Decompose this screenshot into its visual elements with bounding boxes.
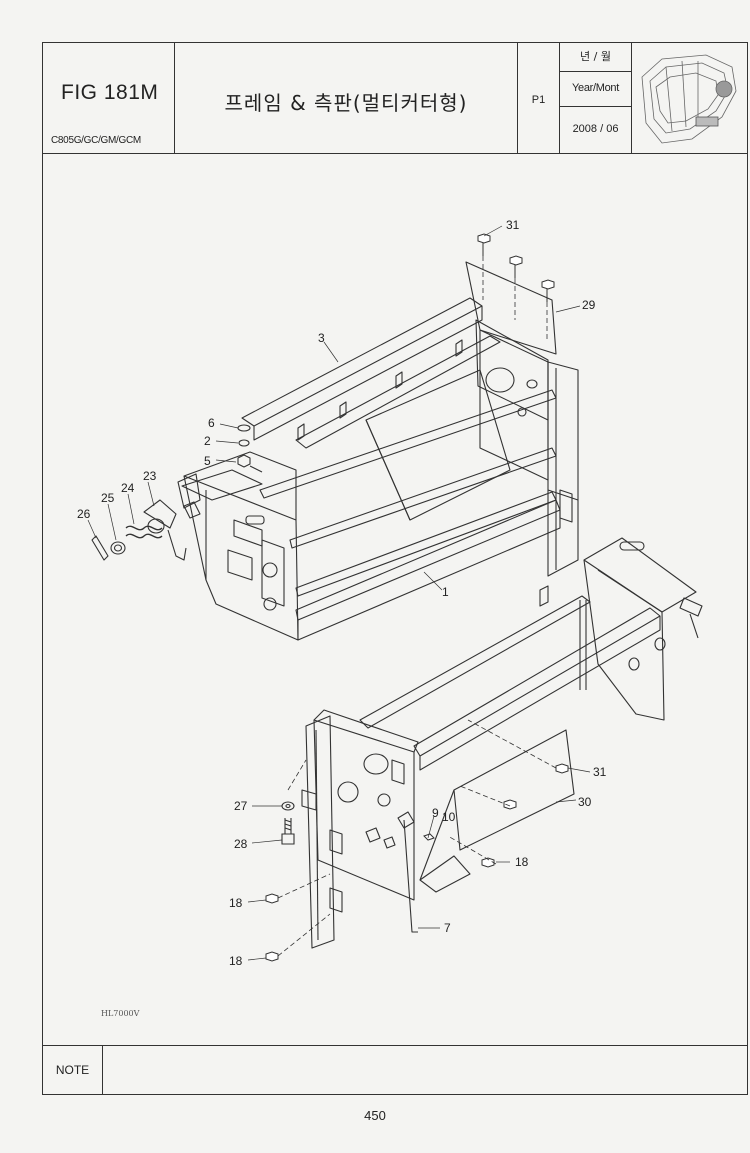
date-label-english: Year/Mont (560, 71, 631, 107)
model-list: C805G/GC/GM/GCM (51, 135, 141, 146)
callout-18-upper-left: 18 (229, 896, 243, 910)
date-cell: 년 / 월 Year/Mont 2008 / 06 (560, 43, 632, 153)
callout-31-lower: 31 (593, 765, 607, 779)
callout-23: 23 (143, 469, 157, 483)
parts-sheet: FIG 181M C805G/GC/GM/GCM 프레임 & 측판(멀티커터형)… (42, 42, 748, 1095)
note-label: NOTE (43, 1046, 103, 1095)
combine-harvester-thumbnail-icon (641, 54, 737, 144)
drawing-code: HL7000V (101, 1009, 140, 1018)
page-number: 450 (364, 1108, 386, 1123)
callout-3: 3 (318, 331, 325, 345)
callout-7: 7 (444, 921, 451, 935)
callout-30: 30 (578, 795, 592, 809)
callout-28: 28 (234, 837, 248, 851)
callout-9: 9 (432, 806, 439, 820)
figure-number: FIG 181M (61, 81, 159, 104)
page-label-cell: P1 (518, 43, 560, 153)
callout-18-lower-left: 18 (229, 954, 243, 968)
callout-10: 10 (442, 810, 456, 824)
title-cell: 프레임 & 측판(멀티커터형) (175, 43, 518, 153)
thumbnail-cell (632, 43, 747, 153)
callout-24: 24 (121, 481, 135, 495)
callout-31-top: 31 (506, 218, 520, 232)
figure-number-cell: FIG 181M C805G/GC/GM/GCM (43, 43, 175, 153)
callout-2: 2 (204, 434, 211, 448)
callout-18-right: 18 (515, 855, 529, 869)
note-row: NOTE (43, 1045, 747, 1095)
callout-6: 6 (208, 416, 215, 430)
page-label: P1 (531, 94, 546, 106)
callout-27: 27 (234, 799, 248, 813)
header-block: FIG 181M C805G/GC/GM/GCM 프레임 & 측판(멀티커터형)… (43, 43, 747, 154)
callout-26: 26 (77, 507, 91, 521)
callout-1: 1 (442, 585, 449, 599)
page-title: 프레임 & 측판(멀티커터형) (224, 91, 468, 115)
callout-29: 29 (582, 298, 596, 312)
date-value: 2008 / 06 (572, 123, 619, 135)
callout-25: 25 (101, 491, 115, 505)
date-label-korean: 년 / 월 (560, 43, 631, 72)
callout-5: 5 (204, 454, 211, 468)
